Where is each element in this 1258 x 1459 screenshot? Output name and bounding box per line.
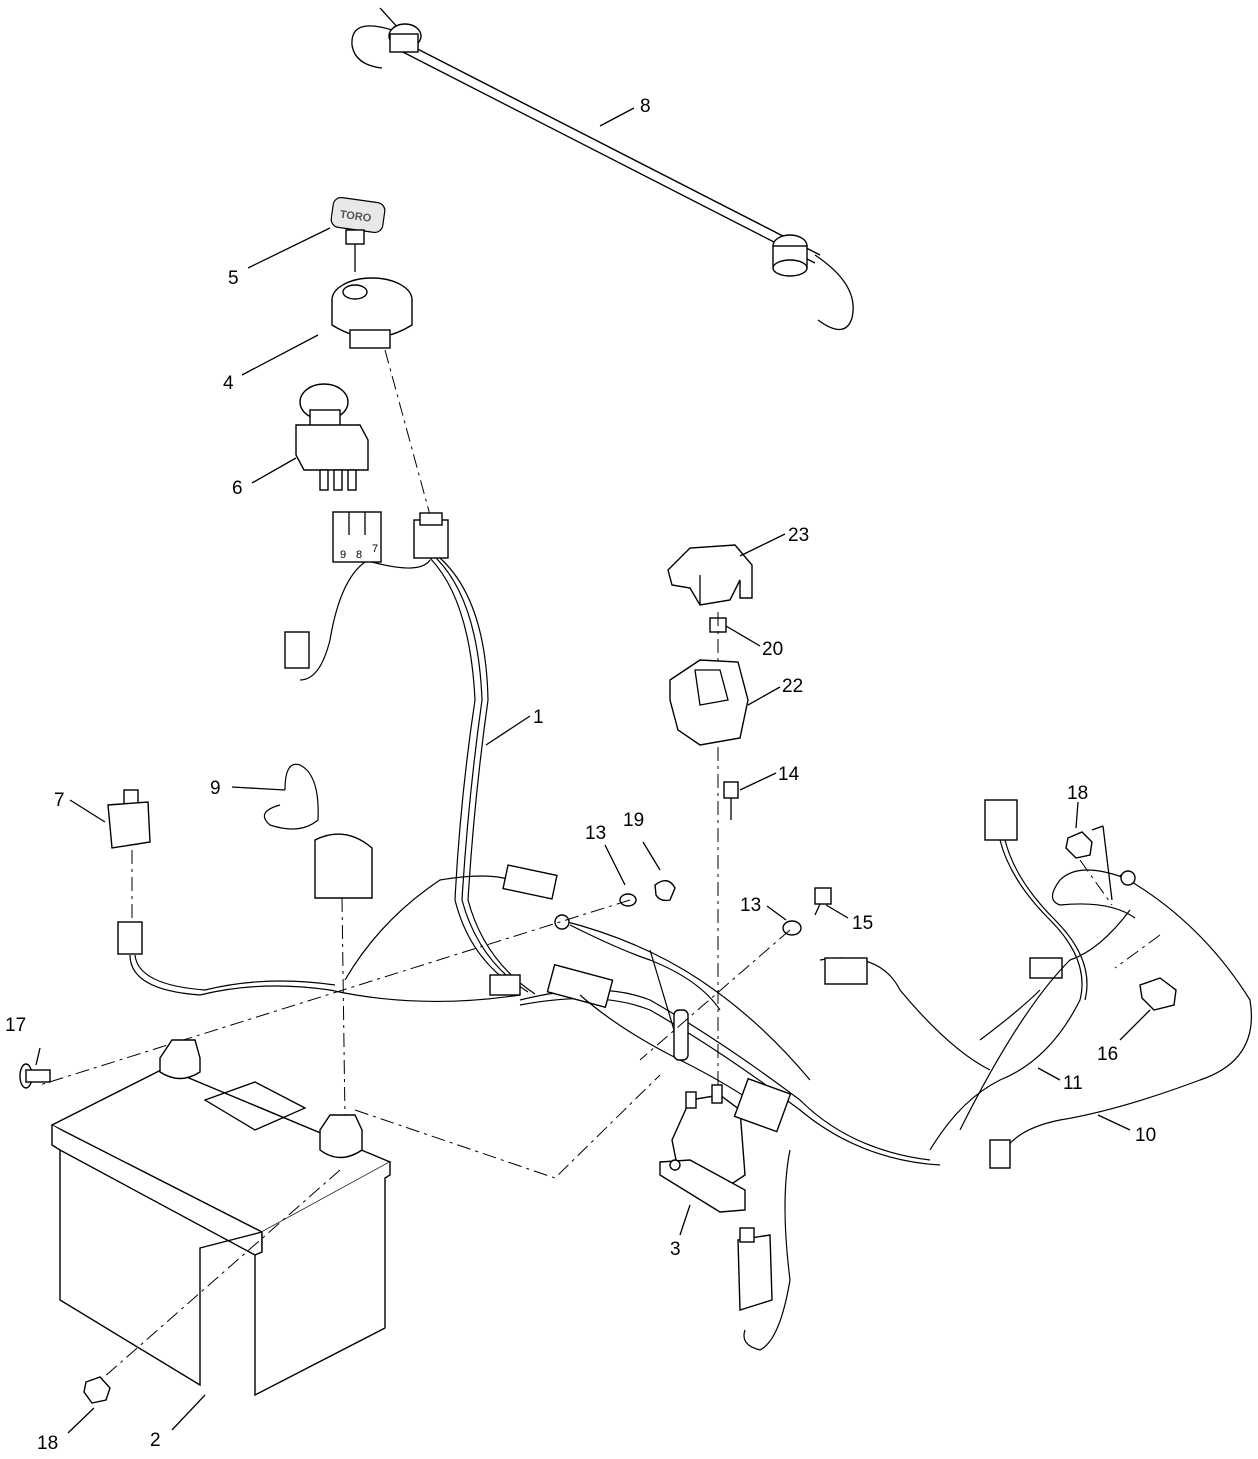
nut-part-18-a: [1065, 831, 1093, 859]
callout-8: 8: [640, 96, 651, 117]
solenoid-part-3: [659, 1084, 746, 1213]
callout-6: 6: [232, 478, 243, 499]
callout-11: 11: [1063, 1073, 1083, 1094]
switch-part-7: [107, 789, 151, 955]
callout-18-a: 18: [1067, 783, 1088, 804]
key-brand-text: TORO: [339, 209, 372, 225]
screw-part-14: [723, 781, 739, 820]
ignition-connector: [413, 512, 449, 559]
callout-3: 3: [670, 1239, 681, 1260]
bolt-part-16: [1139, 977, 1177, 1011]
battery-part-2: [50, 1039, 392, 1397]
nut-part-18-b: [83, 1376, 111, 1404]
assembly-line-17: [39, 899, 631, 1086]
pto-switch-part-6: [295, 383, 369, 491]
callouts: 8 5 4 6 23 20 22 1 14 7 9 13 19 18 13 15…: [5, 96, 1156, 1454]
callout-7: 7: [54, 790, 65, 811]
callout-16: 16: [1097, 1044, 1118, 1065]
ignition-switch-part-4: [331, 277, 431, 516]
assembly-line-15: [639, 929, 791, 1061]
harness-connector: [733, 1077, 792, 1133]
callout-10: 10: [1135, 1125, 1156, 1146]
harness-part-11: [819, 799, 1088, 1151]
connector-pin-8: 8: [356, 549, 362, 561]
rod-part-8: [351, 7, 854, 331]
callout-13-b: 13: [740, 895, 761, 916]
boot-part-22: [669, 659, 749, 746]
callout-1: 1: [533, 707, 544, 728]
callout-13-a: 13: [585, 823, 606, 844]
callout-2: 2: [150, 1430, 161, 1451]
callout-22: 22: [782, 676, 803, 697]
leader-lines: [35, 107, 1151, 1434]
callout-23: 23: [788, 525, 809, 546]
cover-part-23: [667, 544, 753, 606]
pto-connector: 9 8 7: [332, 511, 382, 563]
callout-14: 14: [778, 764, 800, 785]
nut-part-19: [654, 880, 676, 902]
bolt-part-15-head: [814, 887, 832, 905]
cable-lug: [554, 914, 570, 930]
washer-part-13-b: [782, 920, 802, 936]
connector-pin-9: 9: [340, 549, 346, 561]
connector-plug: [824, 957, 868, 985]
connector-pin-7: 7: [372, 543, 378, 555]
assembly-line-battery: [354, 1074, 661, 1179]
callout-15: 15: [852, 913, 873, 934]
cable-part-9: [263, 763, 373, 1121]
cable-part-10: [959, 869, 1252, 1169]
callout-19: 19: [623, 810, 644, 831]
bolt-part-17: [19, 1063, 51, 1089]
wire-harness-part-1: [129, 557, 941, 1351]
callout-20: 20: [762, 639, 783, 660]
washer-part-13-a: [619, 893, 637, 907]
callout-17: 17: [5, 1015, 26, 1036]
callout-9: 9: [210, 778, 221, 799]
callout-5: 5: [228, 268, 239, 289]
callout-4: 4: [223, 373, 234, 394]
key-part-5: TORO: [330, 196, 386, 272]
callout-18-b: 18: [37, 1433, 58, 1454]
